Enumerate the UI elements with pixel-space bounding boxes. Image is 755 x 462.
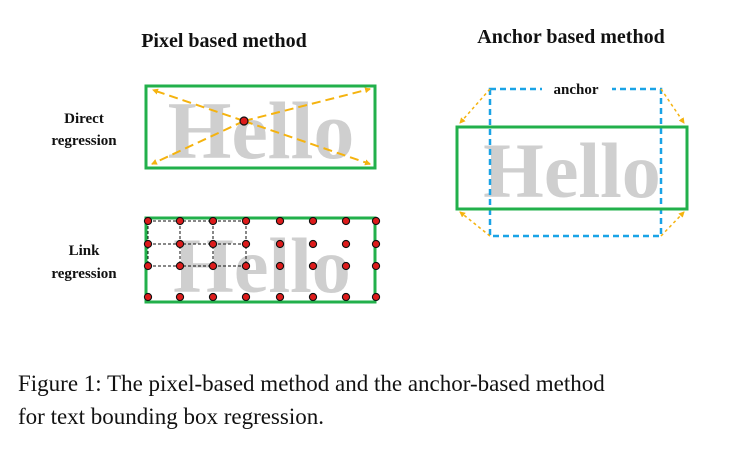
anchor-label-backdrop [542,79,612,99]
arrow-to-top-right [243,87,371,122]
link-pixel-dot [308,261,318,271]
link-pixel-dot [241,216,251,226]
link-regression-label-line1: Link [69,243,101,259]
direct-regression-arrows [151,87,371,166]
link-pixel-dot [241,261,251,271]
link-pixel-dot [143,292,153,302]
direct-regression-label-line1: Direct [64,111,104,127]
link-pixel-dot [341,292,351,302]
link-pixel-dot [308,292,318,302]
link-regression-label-line2: regression [51,266,117,282]
link-pixel-dot [143,216,153,226]
caption-line-2: for text bounding box regression. [18,404,324,429]
link-hello-text: Hello [173,222,351,309]
offset-arrow-bottom-right [660,211,685,237]
link-pixel-dot [208,239,218,249]
link-pixel-dot [275,216,285,226]
arrow-to-bottom-right [243,120,371,166]
link-pixel-dot [208,292,218,302]
direct-regression-label-line2: regression [51,133,117,149]
direct-text-box [144,84,377,170]
link-pixel-dot [275,292,285,302]
link-pixel-dot [371,292,381,302]
link-pixel-dot [371,239,381,249]
link-pixel-dot [143,239,153,249]
anchor-offset-arrows [459,88,685,237]
link-pixel-dot [275,261,285,271]
link-pixel-dot [208,216,218,226]
link-pixel-dot [241,239,251,249]
anchor-hello-text: Hello [483,127,661,214]
offset-arrow-top-right [660,88,685,124]
link-pixel-dot [341,261,351,271]
caption-line-1: Figure 1: The pixel-based method and the… [18,371,605,396]
link-pixel-dot [241,292,251,302]
link-pixel-dot [175,292,185,302]
link-pixel-dot [175,216,185,226]
link-pixel-dot [308,216,318,226]
link-pixel-dot [208,261,218,271]
link-pixel-dot [175,261,185,271]
link-dots [143,216,381,302]
link-pixel-dot [341,239,351,249]
link-pixel-dot [275,239,285,249]
link-pixel-dot [371,216,381,226]
direct-hello-text: Hello [168,85,355,176]
link-text-box [144,216,377,304]
arrow-to-top-left [152,88,245,122]
link-pixel-dot [175,239,185,249]
offset-arrow-top-left [459,88,491,124]
arrow-to-bottom-left [151,120,245,165]
direct-center-dot [239,116,249,126]
anchor-method-title: Anchor based method [477,26,664,48]
link-pixel-dot [308,239,318,249]
link-pixel-dot [341,216,351,226]
anchor-text-box [455,125,689,211]
offset-arrow-bottom-left [459,211,491,237]
pixel-method-title: Pixel based method [141,30,307,52]
link-pixel-dot [371,261,381,271]
figure-caption: Figure 1: The pixel-based method and the… [18,367,738,433]
anchor-label: anchor [554,82,599,98]
link-pixel-dot [143,261,153,271]
